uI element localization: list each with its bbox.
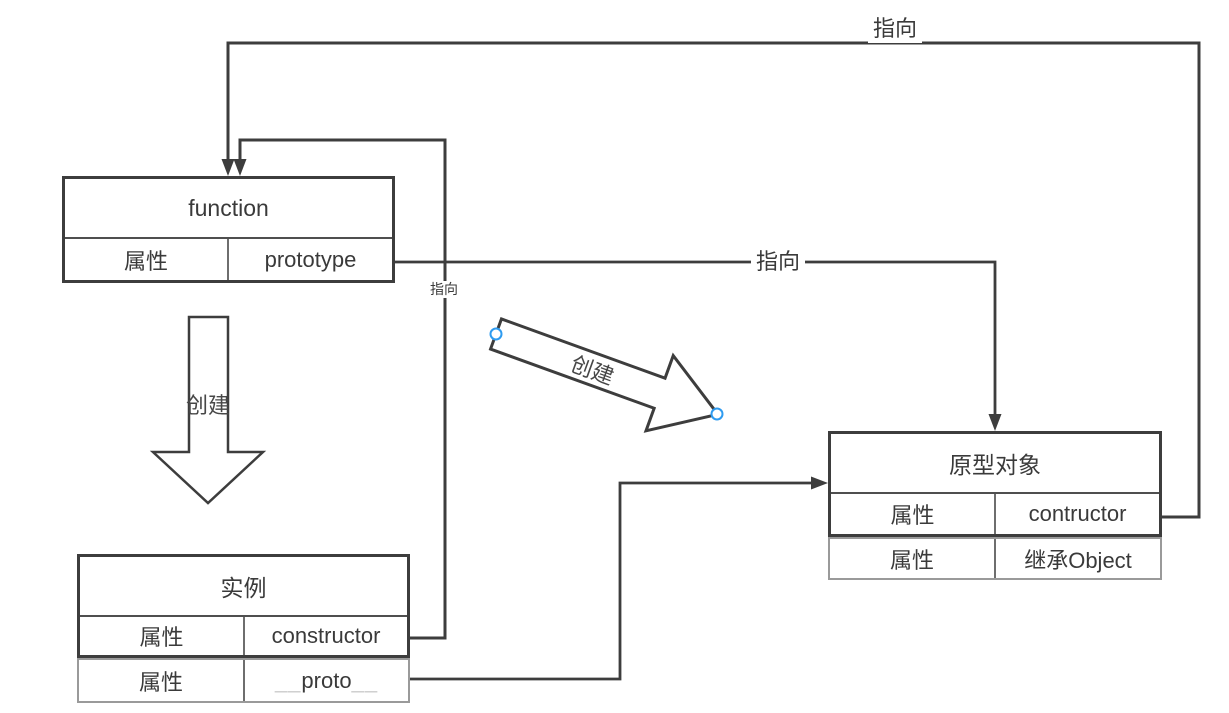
prototype-object-box[interactable]: 原型对象 属性 contructor <box>828 431 1162 537</box>
prototype-object-row2-key: 属性 <box>830 539 996 578</box>
instance-box-row2[interactable]: 属性 __proto__ <box>77 658 410 703</box>
connector-prototype-to-prototype-object[interactable] <box>395 260 997 415</box>
block-arrow-create-diagonal[interactable] <box>482 296 731 452</box>
instance-row1-key: 属性 <box>80 617 245 655</box>
selection-handle-end[interactable] <box>710 407 724 421</box>
connector-contructor-to-function[interactable] <box>226 41 1201 519</box>
function-box-title: function <box>65 179 392 239</box>
instance-row1-value: constructor <box>271 623 381 648</box>
arrowhead-contructor-to-function <box>221 159 235 176</box>
create-down-label: 创建 <box>186 393 230 418</box>
proto-underscore-suffix: __ <box>351 667 379 693</box>
instance-box[interactable]: 实例 属性 constructor <box>77 554 410 658</box>
instance-box-row1: 属性 constructor <box>80 617 407 655</box>
block-arrow-create-down[interactable] <box>149 315 267 505</box>
prototype-object-row1-key: 属性 <box>831 494 996 534</box>
instance-row2-value: __proto__ <box>274 667 379 693</box>
function-row-key: 属性 <box>65 239 229 280</box>
pointer-constructor-label: 指向 <box>427 281 461 298</box>
prototype-object-box-title: 原型对象 <box>831 434 1159 494</box>
connector-proto-to-prototype-object[interactable] <box>410 481 812 681</box>
prototype-object-box-row1: 属性 contructor <box>831 494 1159 534</box>
arrowhead-proto-to-prototype-object <box>811 476 828 490</box>
arrowhead-constructor-to-function <box>233 159 247 176</box>
instance-box-title: 实例 <box>80 557 407 617</box>
function-box-row: 属性 prototype <box>65 239 392 280</box>
prototype-object-box-row2[interactable]: 属性 继承Object <box>828 537 1162 580</box>
pointer-prototype-label: 指向 <box>751 248 806 277</box>
function-box[interactable]: function 属性 prototype <box>62 176 395 283</box>
instance-row2-key: 属性 <box>79 660 245 701</box>
selection-handle-start[interactable] <box>489 327 503 341</box>
arrowhead-prototype-to-prototype-object <box>988 414 1002 431</box>
connector-constructor-to-function[interactable] <box>238 138 447 640</box>
pointer-top-label: 指向 <box>868 15 923 44</box>
function-row-value: prototype <box>264 246 357 272</box>
proto-underscore-prefix: __ <box>274 667 302 693</box>
prototype-object-row1-value: contructor <box>1028 501 1127 526</box>
prototype-object-row2-value: 继承Object <box>1024 547 1132 573</box>
